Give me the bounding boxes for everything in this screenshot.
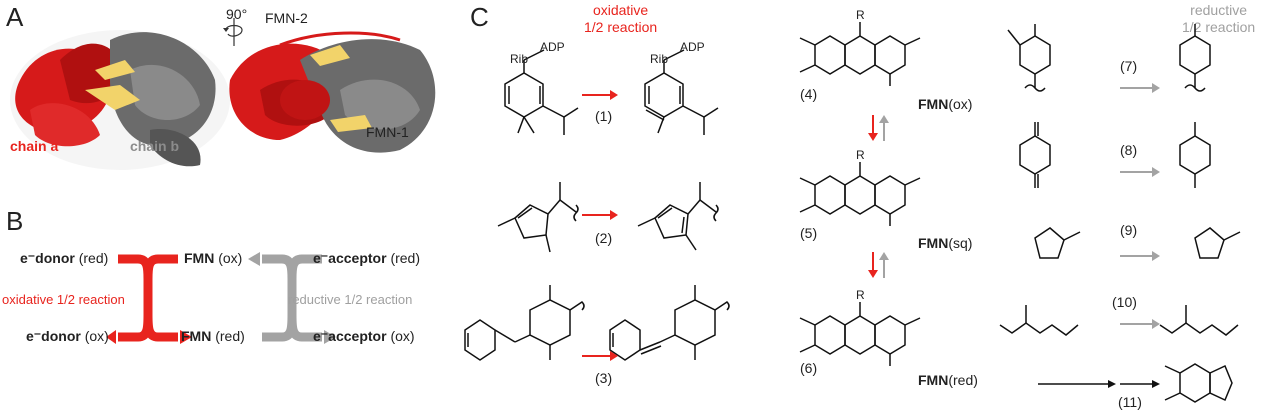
fmn-ox-label: FMN (ox) [184, 250, 242, 266]
r-label-ox: R [856, 8, 865, 22]
fmn-sq-structure-bold: FMN [918, 235, 949, 251]
arrow-11-icon [1038, 380, 1160, 388]
chain-b-label: chain b [130, 138, 180, 154]
benzoquinone-structure [1019, 122, 1051, 188]
fmn-red-structure-state: (red) [948, 372, 978, 388]
rotation-label: 90° [226, 6, 248, 22]
reaction-arrows [582, 83, 1160, 388]
thiazoline-structure [497, 182, 579, 253]
acceptor-ox-bold: e⁻acceptor [313, 328, 387, 344]
donor-ox-label: e⁻donor (ox) [26, 328, 109, 345]
fmn-sq-structure-state: (sq) [948, 235, 973, 251]
reaction-number-10: (10) [1112, 294, 1137, 310]
adp-label-1: ADP [540, 40, 565, 54]
acceptor-red-state: (red) [390, 250, 420, 266]
reductive-header: reductive 1/2 reaction [1182, 2, 1255, 36]
donor-red-state: (red) [78, 250, 109, 266]
donor-ox-state: (ox) [84, 328, 109, 344]
fmn-red-structure-label: FMN(red) [918, 372, 978, 388]
arrow-7-icon [1120, 83, 1160, 93]
reaction-number-7: (7) [1120, 58, 1138, 74]
fmn-sq-structure [799, 162, 921, 226]
half-reaction-scheme-arrows [106, 252, 336, 344]
reaction-number-6: (6) [800, 360, 818, 376]
chain-a-label: chain a [10, 138, 59, 154]
arrow-5-6-icon [868, 252, 889, 278]
fmn1-label: FMN-1 [366, 124, 409, 140]
fmn2-label: FMN-2 [265, 10, 308, 26]
fmn-ox-state: (ox) [218, 250, 243, 266]
fmn-ox-structure-state: (ox) [948, 96, 973, 112]
rib-label-2: Rib [650, 52, 669, 66]
chemical-structures [464, 22, 1241, 403]
phenol-structure [1179, 24, 1211, 92]
r-label-sq: R [856, 148, 865, 162]
nad-plus-structure [644, 49, 719, 135]
hydroxylamino-imidazole-structure [1194, 227, 1241, 259]
arrow-3-icon [582, 351, 618, 361]
reductive-header-line1: reductive [1190, 2, 1247, 18]
reaction-number-5: (5) [800, 225, 818, 241]
oxidative-half-reaction-label: oxidative 1/2 reaction [2, 292, 125, 307]
protein-dimer-front-view [10, 30, 230, 170]
panel-label-b: B [6, 206, 24, 236]
fmn-ox-structure-bold: FMN [918, 96, 949, 112]
acceptor-red-label: e⁻acceptor (red) [313, 250, 420, 267]
fmn-red-bold: FMN [181, 328, 212, 344]
oxidative-header: oxidative 1/2 reaction [584, 2, 657, 36]
adp-label-2: ADP [680, 40, 705, 54]
reaction-number-3: (3) [595, 370, 613, 386]
arrow-9-icon [1120, 251, 1160, 261]
thiazole-structure [637, 182, 719, 251]
nadh-structure [504, 49, 579, 135]
hydroquinone-structure [1179, 122, 1211, 188]
fmn-red-structure-bold: FMN [918, 372, 949, 388]
fmn-red-state: (red) [215, 328, 245, 344]
nitroimidazole-structure [1034, 227, 1081, 259]
arrow-2-icon [582, 210, 618, 220]
reaction-number-1: (1) [595, 108, 613, 124]
acceptor-ox-label: e⁻acceptor (ox) [313, 328, 415, 345]
panel-label-a: A [6, 2, 24, 32]
enone-structure [999, 305, 1079, 336]
reaction-number-8: (8) [1120, 142, 1138, 158]
arrow-10-icon [1120, 319, 1160, 329]
fmn-ox-bold: FMN [184, 250, 215, 266]
ketone-reduced-structure [1159, 305, 1239, 336]
donor-ox-bold: e⁻donor [26, 328, 81, 344]
oxidative-header-line1: oxidative [592, 2, 649, 18]
donor-red-label: e⁻donor (red) [20, 250, 108, 267]
rib-label-1: Rib [510, 52, 529, 66]
panel-label-c: C [470, 2, 489, 32]
acceptor-red-bold: e⁻acceptor [313, 250, 387, 266]
fmn-sq-structure-label: FMN(sq) [918, 235, 972, 251]
reaction-number-9: (9) [1120, 222, 1138, 238]
dimethylbenzimidazole-structure [1164, 363, 1233, 403]
reaction-number-11: (11) [1118, 394, 1142, 410]
benzylidene-diketopiperazine-structure [609, 285, 730, 361]
fmn-red-structure [799, 302, 921, 366]
arrow-1-icon [582, 90, 618, 100]
donor-red-bold: e⁻donor [20, 250, 75, 266]
reductive-header-line2: 1/2 reaction [1182, 19, 1256, 35]
protein-dimer-rotated-view [229, 31, 436, 153]
acceptor-ox-state: (ox) [390, 328, 415, 344]
iodophenol-structure [1007, 24, 1051, 92]
arrow-4-5-icon [868, 115, 889, 141]
fmn-ox-structure-label: FMN(ox) [918, 96, 972, 112]
protein-structure-images [10, 18, 436, 170]
arrow-8-icon [1120, 167, 1160, 177]
fmn-red-label: FMN (red) [181, 328, 245, 344]
benzyl-diketopiperazine-structure [464, 285, 585, 361]
rotation-arrow-icon [223, 18, 243, 46]
fmn-ox-structure [799, 22, 921, 86]
reductive-half-reaction-label: reductive 1/2 reaction [288, 292, 413, 307]
r-label-red: R [856, 288, 865, 302]
reaction-number-2: (2) [595, 230, 613, 246]
oxidative-header-line2: 1/2 reaction [584, 19, 658, 35]
reaction-number-4: (4) [800, 86, 818, 102]
